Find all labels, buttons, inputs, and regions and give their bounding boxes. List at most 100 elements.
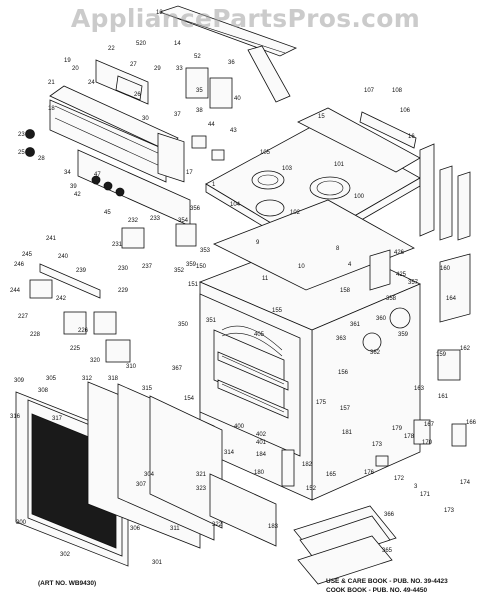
callout-242: 242	[56, 296, 67, 302]
callout-52: 52	[194, 54, 201, 60]
callout-107: 107	[364, 88, 375, 94]
callout-8: 8	[336, 246, 340, 252]
callout-174: 174	[460, 480, 471, 486]
callout-306: 306	[130, 526, 141, 532]
callout-10: 10	[298, 264, 305, 270]
control-panel-back	[95, 59, 149, 105]
callout-18: 18	[48, 106, 55, 112]
use-care-book-note: USE & CARE BOOK - PUB. NO. 39-4423	[326, 578, 448, 585]
callout-237: 237	[142, 264, 153, 270]
callout-232: 232	[128, 218, 139, 224]
callout-401: 401	[256, 440, 267, 446]
callout-173b: 173	[444, 508, 455, 514]
callout-27: 27	[130, 62, 137, 68]
callout-33: 33	[176, 66, 183, 72]
callout-180: 180	[254, 470, 265, 476]
callout-316: 316	[10, 414, 21, 420]
callout-300: 300	[16, 520, 27, 526]
door-glass	[209, 473, 277, 547]
oven-racks	[217, 351, 289, 419]
callout-22: 22	[108, 46, 115, 52]
callout-103: 103	[282, 166, 293, 172]
callout-165: 165	[326, 472, 337, 478]
callout-354: 354	[178, 218, 189, 224]
callout-245: 245	[22, 252, 33, 258]
cook-book-note: COOK BOOK - PUB. NO. 49-4450	[326, 587, 428, 594]
switch-block-parts	[157, 67, 233, 183]
callout-176: 176	[364, 470, 375, 476]
side-panels	[359, 111, 471, 241]
callout-356: 356	[190, 206, 201, 212]
callout-163: 163	[414, 386, 425, 392]
left-brackets	[29, 223, 197, 363]
callout-25: 25	[18, 150, 25, 156]
callout-426: 426	[394, 250, 405, 256]
callout-labels: 13 14 520 19 20 22 27 24 21 18 23 25 28 …	[10, 10, 477, 566]
callout-233: 233	[150, 216, 161, 222]
callout-39: 39	[70, 184, 77, 190]
callout-181: 181	[342, 430, 353, 436]
callout-310: 310	[126, 364, 137, 370]
callout-47: 47	[94, 172, 101, 178]
callout-40: 40	[234, 96, 241, 102]
small-hardware	[281, 419, 467, 487]
callout-42: 42	[74, 192, 81, 198]
callout-322: 322	[212, 522, 223, 528]
callout-3: 3	[414, 484, 418, 490]
callout-154: 154	[184, 396, 195, 402]
callout-108: 108	[392, 88, 403, 94]
callout-402: 402	[256, 432, 267, 438]
callout-405: 405	[254, 332, 265, 338]
callout-312: 312	[82, 376, 93, 382]
callout-11: 11	[262, 276, 269, 282]
callout-171: 171	[420, 492, 431, 498]
callout-230: 230	[118, 266, 129, 272]
callout-157: 157	[340, 406, 351, 412]
oven-door-assembly	[15, 381, 223, 567]
callout-104: 104	[230, 202, 241, 208]
callout-4: 4	[348, 262, 352, 268]
callout-305: 305	[46, 376, 57, 382]
callout-30: 30	[142, 116, 149, 122]
callout-311: 311	[170, 526, 180, 532]
callout-308: 308	[38, 388, 49, 394]
callout-367: 367	[172, 366, 183, 372]
callout-307: 307	[136, 482, 147, 488]
callout-228: 228	[30, 332, 41, 338]
callout-19: 19	[64, 58, 71, 64]
callout-318: 318	[108, 376, 119, 382]
callout-358: 358	[386, 296, 397, 302]
heating-element	[221, 325, 283, 357]
callout-20: 20	[72, 66, 79, 72]
callout-28: 28	[38, 156, 45, 162]
callout-161: 161	[438, 394, 449, 400]
callout-225: 225	[70, 346, 81, 352]
callout-44: 44	[208, 122, 215, 128]
callout-173: 173	[372, 442, 383, 448]
callout-24: 24	[88, 80, 95, 86]
callout-321: 321	[196, 472, 207, 478]
backsplash-panel	[49, 85, 179, 183]
callout-246: 246	[14, 262, 25, 268]
side-rail	[247, 45, 291, 103]
callout-244: 244	[10, 288, 21, 294]
callout-520: 520	[136, 41, 147, 47]
callout-315: 315	[142, 386, 153, 392]
callout-226: 226	[78, 328, 89, 334]
callout-182: 182	[302, 462, 313, 468]
right-components	[362, 249, 471, 381]
callout-36: 36	[228, 60, 235, 66]
callout-34: 34	[64, 170, 71, 176]
callout-361: 361	[350, 322, 361, 328]
callout-309: 309	[14, 378, 25, 384]
callout-26: 26	[134, 92, 141, 98]
callout-166: 166	[466, 420, 477, 426]
callout-320: 320	[90, 358, 101, 364]
callout-425: 425	[396, 272, 407, 278]
knobs	[25, 129, 125, 197]
callout-159: 159	[436, 352, 447, 358]
callout-351: 351	[206, 318, 217, 324]
callout-178: 178	[404, 434, 415, 440]
callout-323: 323	[196, 486, 207, 492]
callout-314: 314	[224, 450, 235, 456]
